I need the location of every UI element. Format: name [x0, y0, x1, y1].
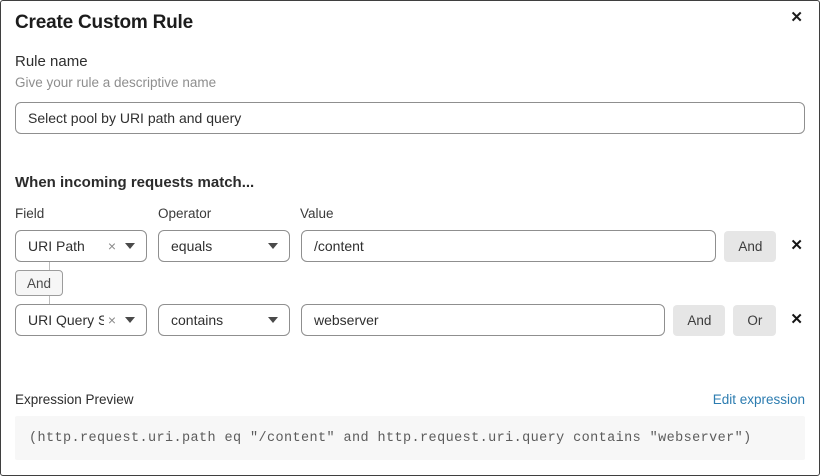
clear-icon[interactable]: × — [107, 238, 116, 254]
value-input-1[interactable] — [301, 230, 717, 262]
match-heading: When incoming requests match... — [15, 174, 255, 191]
clear-icon[interactable]: × — [107, 312, 116, 328]
expression-preview-label: Expression Preview — [15, 392, 134, 407]
condition-row-1: URI Path × equals And ✕ — [15, 230, 805, 262]
rule-name-hint: Give your rule a descriptive name — [15, 75, 217, 90]
column-labels: Field Operator Value — [15, 206, 805, 222]
remove-row-icon[interactable]: ✕ — [790, 237, 803, 254]
value-column-label: Value — [300, 206, 334, 221]
close-icon[interactable]: ✕ — [790, 9, 803, 26]
field-column-label: Field — [15, 206, 45, 221]
expression-header: Expression Preview Edit expression — [15, 392, 805, 407]
operator-select-2-value: contains — [171, 312, 224, 328]
operator-select-1[interactable]: equals — [158, 230, 290, 262]
chevron-down-icon — [125, 243, 135, 249]
value-input-2[interactable] — [301, 304, 666, 336]
operator-column-label: Operator — [158, 206, 212, 221]
and-button-row-1[interactable]: And — [724, 230, 777, 262]
expression-code-block: (http.request.uri.path eq "/content" and… — [15, 416, 805, 460]
field-select-2-value: URI Query St... — [28, 312, 104, 328]
remove-row-icon[interactable]: ✕ — [790, 311, 803, 328]
operator-select-2[interactable]: contains — [158, 304, 290, 336]
rule-name-input[interactable] — [15, 102, 805, 134]
chevron-down-icon — [268, 317, 278, 323]
field-select-1-value: URI Path — [28, 238, 85, 254]
rule-name-label: Rule name — [15, 53, 88, 70]
and-connector-badge: And — [15, 270, 64, 296]
connector-wrap: And — [15, 262, 805, 304]
edit-expression-link[interactable]: Edit expression — [712, 392, 805, 407]
field-select-1[interactable]: URI Path × — [15, 230, 147, 262]
chevron-down-icon — [125, 317, 135, 323]
page-title: Create Custom Rule — [15, 12, 193, 33]
or-button-row-2[interactable]: Or — [733, 304, 777, 336]
chevron-down-icon — [268, 243, 278, 249]
and-button-row-2[interactable]: And — [673, 304, 726, 336]
field-select-2[interactable]: URI Query St... × — [15, 304, 147, 336]
condition-row-2: URI Query St... × contains And Or ✕ — [15, 304, 805, 336]
operator-select-1-value: equals — [171, 238, 213, 254]
